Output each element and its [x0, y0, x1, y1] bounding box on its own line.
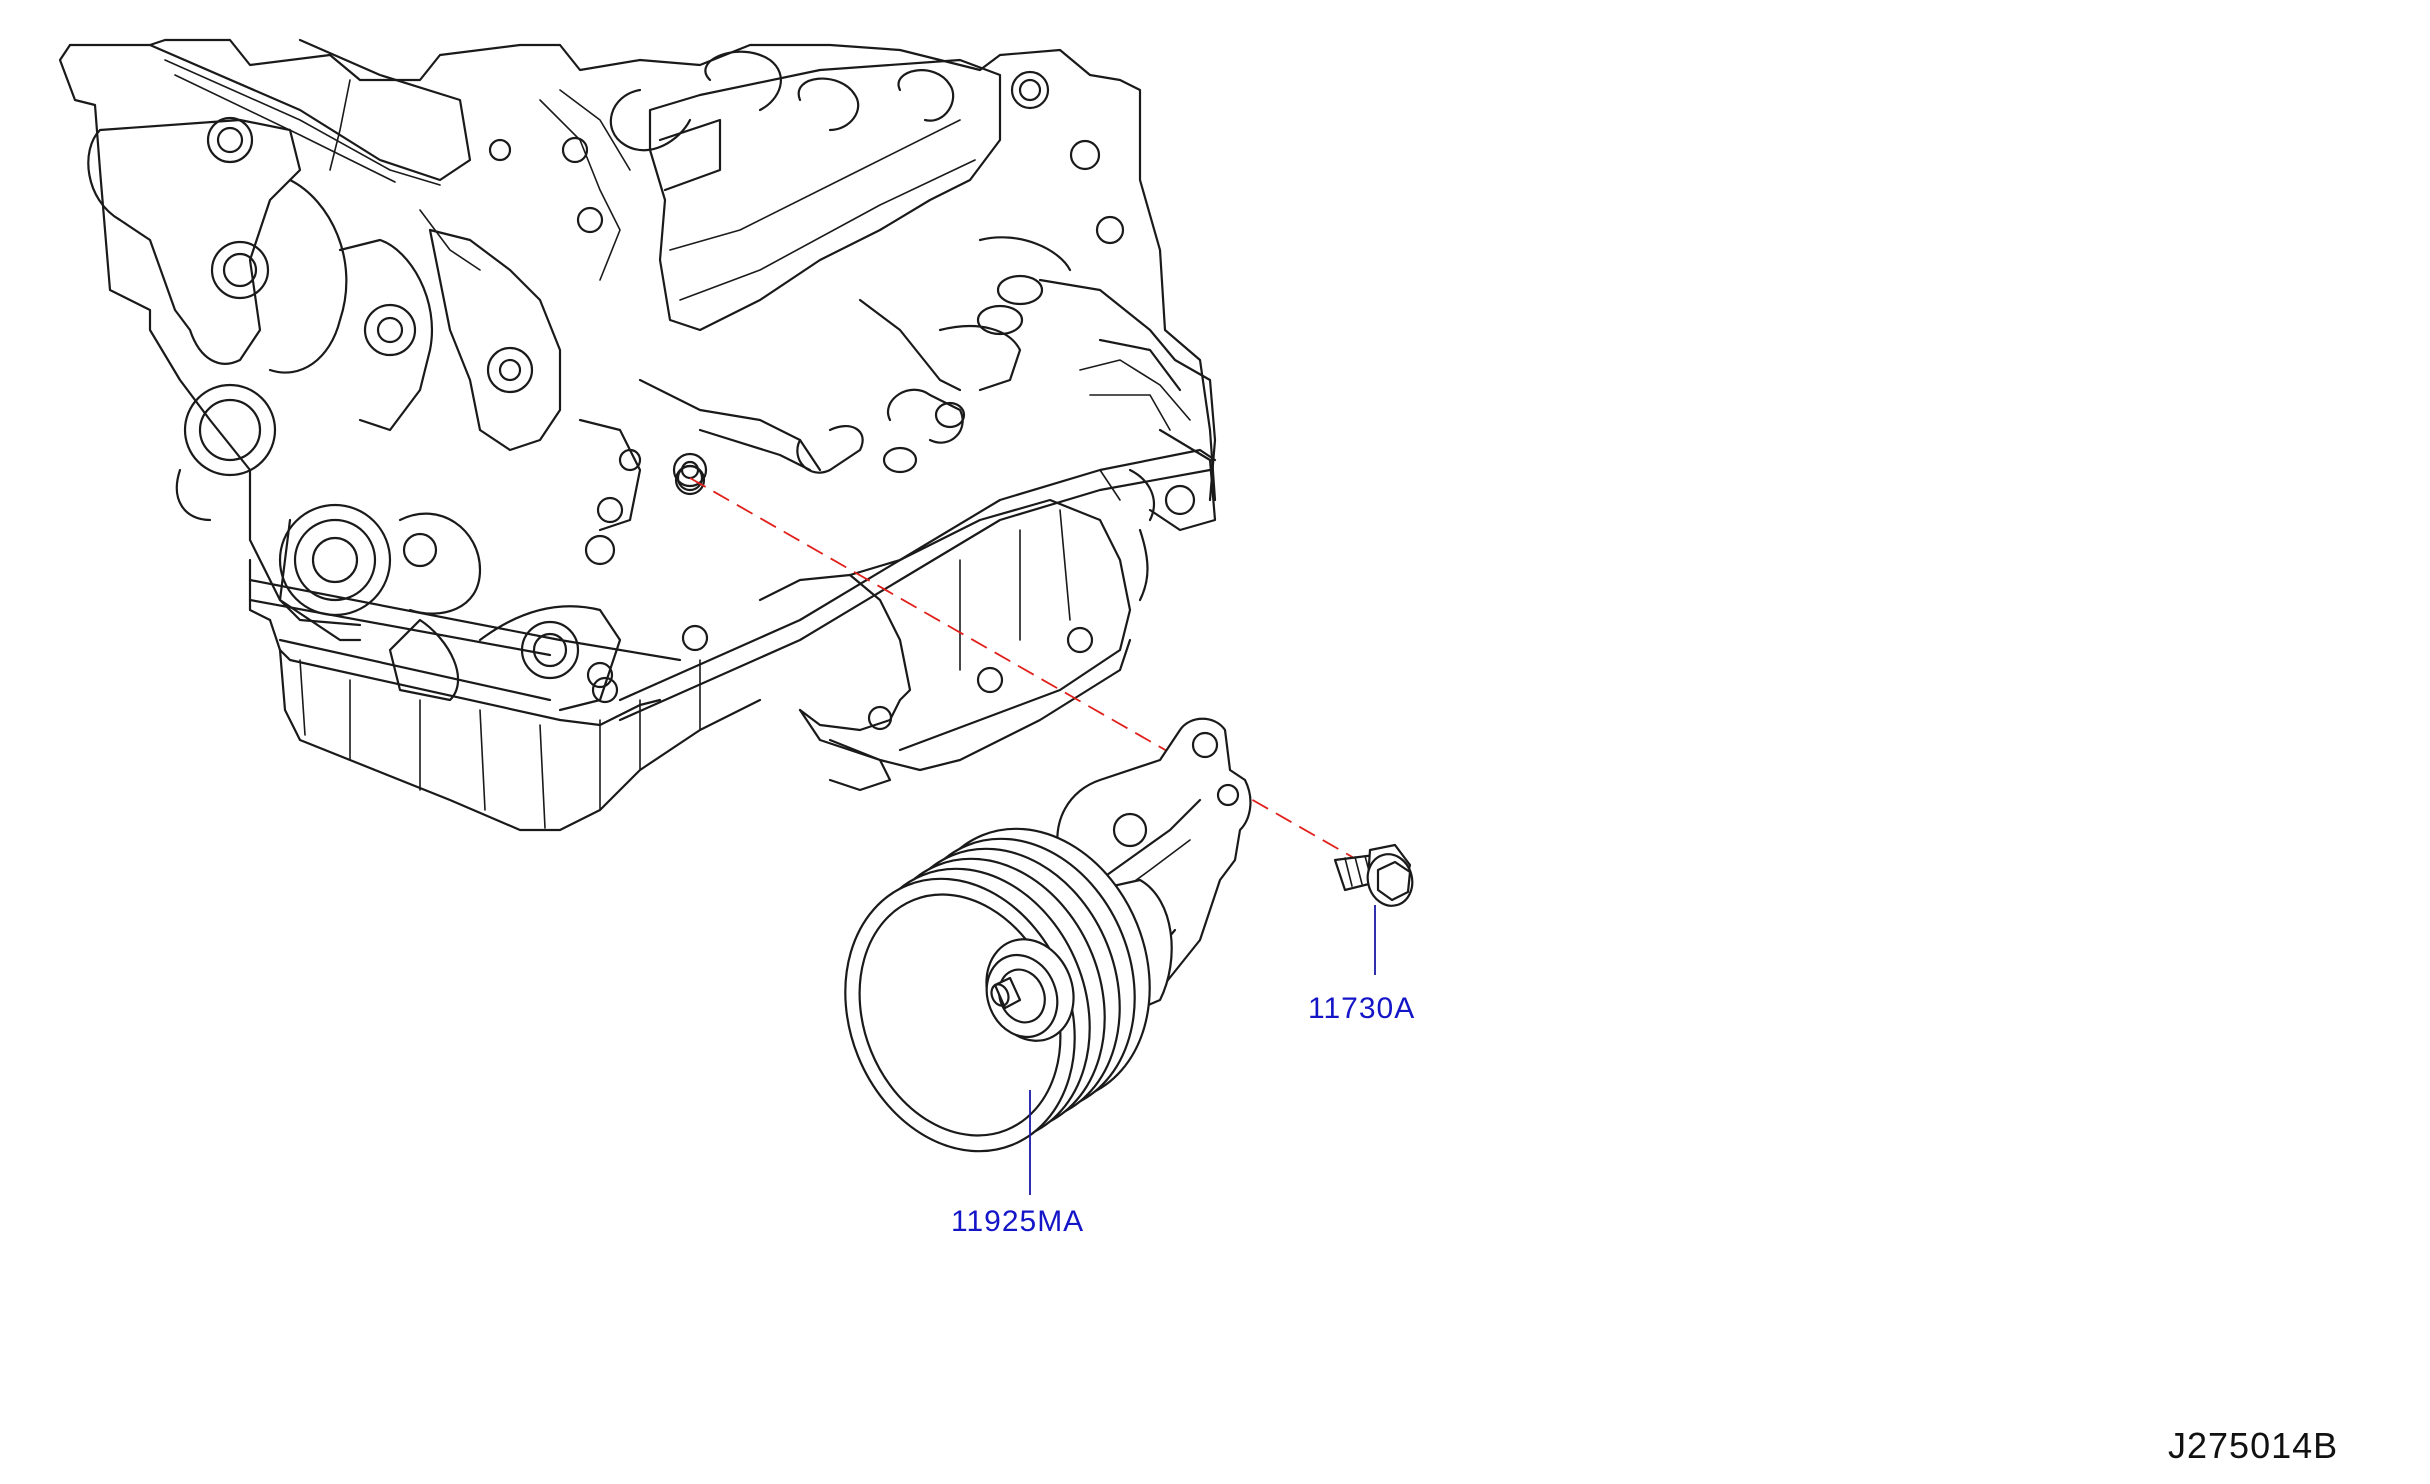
pulley-bracket-assembly: [844, 717, 1252, 1153]
engine-block: [58, 38, 1217, 832]
part-label-bolt[interactable]: 11730A: [1308, 992, 1416, 1025]
diagram-reference-code: J275014B: [2168, 1425, 2339, 1466]
bolt-part: [1333, 843, 1414, 907]
part-label-pulley-bracket[interactable]: 11925MA: [951, 1205, 1085, 1238]
alignment-line: [689, 477, 1376, 871]
